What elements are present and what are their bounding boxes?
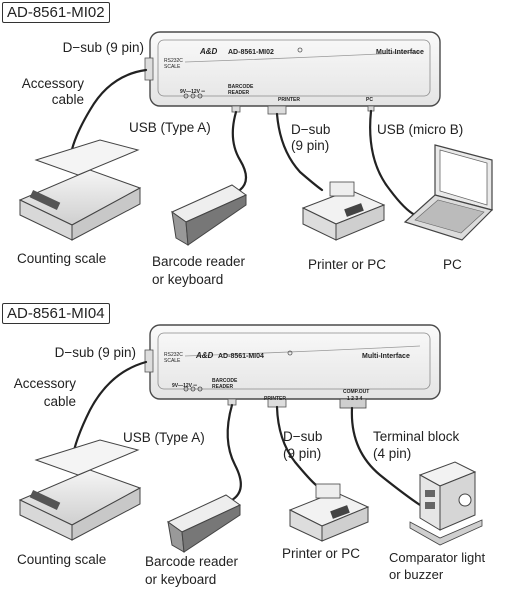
label-usb-a-top: USB (Type A) (129, 120, 211, 135)
device-logo-top: A&D (200, 47, 218, 56)
comparator-light (409, 461, 483, 546)
counting-scale-bottom (18, 439, 142, 541)
label-accessory-cable-top: Accessory cable (21, 76, 84, 107)
model-title-top: AD-8561-MI02 (2, 2, 110, 23)
barcode-reader-top (171, 184, 247, 246)
device-model-text-bottom: AD-8561-MI04 (218, 353, 264, 360)
port-pc-label-top: PC (366, 97, 373, 103)
port-dsub-label-top: RS232C SCALE (164, 58, 183, 70)
port-dsub-label-bottom: RS232C SCALE (164, 352, 183, 364)
label-dsub-printer-bottom: D−sub (9 pin) (283, 429, 323, 461)
port-printer-label-top: PRINTER (278, 97, 300, 103)
label-dsub-left-top: D−sub (9 pin) (62, 40, 144, 55)
port-printer-label-bottom: PRINTER (264, 396, 286, 402)
usb-a-cable-top (231, 110, 248, 192)
port-comp-pins-bottom: 1 2 3 4 (347, 396, 363, 402)
dsub-printer-cable-bottom (275, 405, 318, 487)
label-usb-a-bottom: USB (Type A) (123, 430, 205, 445)
port-power-label-top: 9V—12V ═ (180, 89, 205, 95)
device-logo-bottom: A&D (196, 351, 214, 360)
device-model-text-top: AD-8561-MI02 (228, 49, 274, 56)
label-barcode-top: Barcode reader or keyboard (152, 254, 246, 287)
accessory-cable-bottom (70, 360, 148, 462)
label-barcode-bottom: Barcode reader or keyboard (145, 554, 239, 587)
label-terminal-block: Terminal block (4 pin) (373, 429, 460, 461)
device-mi02 (144, 31, 441, 115)
terminal-cable-bottom (350, 406, 422, 507)
printer-top (301, 181, 386, 241)
barcode-reader-bottom (167, 494, 241, 553)
label-counting-scale-bottom: Counting scale (17, 552, 107, 567)
laptop-pc (403, 144, 494, 241)
label-dsub-printer-top: D−sub (9 pin) (291, 122, 331, 153)
port-barcode-label-top: BARCODE READER (228, 84, 254, 96)
cables-top (68, 68, 417, 217)
label-usb-micro-top: USB (micro B) (377, 122, 464, 137)
device-mi04 (144, 324, 441, 409)
port-comp-label-bottom: COMP.OUT (343, 389, 370, 395)
dsub-printer-cable-top (275, 112, 324, 192)
counting-scale-top (18, 139, 142, 241)
port-barcode-label-bottom: BARCODE READER (212, 378, 238, 390)
label-accessory-cable-bottom: Accessory cable (13, 376, 76, 409)
model-title-bottom: AD-8561-MI04 (2, 303, 110, 324)
accessory-cable-top (68, 68, 148, 162)
label-comparator: Comparator light or buzzer (389, 550, 486, 582)
label-printer-bottom: Printer or PC (282, 546, 361, 561)
device-title-top: Multi-Interface (376, 49, 424, 56)
label-dsub-left-bottom: D−sub (9 pin) (54, 345, 136, 360)
label-printer-top: Printer or PC (308, 257, 387, 272)
cables-bottom (70, 360, 422, 507)
printer-bottom (288, 483, 370, 542)
label-counting-scale-top: Counting scale (17, 251, 107, 266)
label-pc-top: PC (443, 257, 462, 272)
device-title-bottom: Multi-Interface (362, 353, 410, 360)
port-power-label-bottom: 9V—12V ═ (172, 383, 197, 389)
usb-micro-cable-top (369, 109, 417, 217)
usb-a-cable-bottom (226, 403, 242, 502)
